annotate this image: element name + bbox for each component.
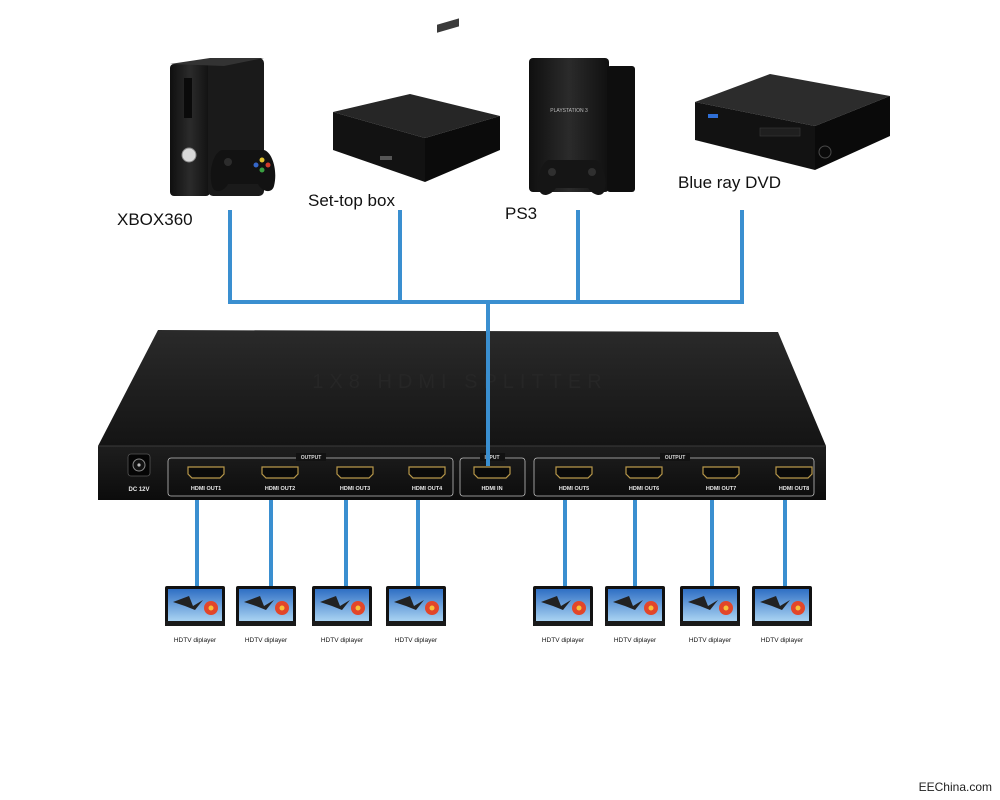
hdtv-icon	[165, 586, 225, 626]
hdtv-display-2: HDTV diplayer	[236, 586, 296, 644]
hdmi-output-port-4[interactable]: HDMI OUT4	[408, 466, 446, 492]
hdtv-icon	[236, 586, 296, 626]
hdtv-label: HDTV diplayer	[689, 637, 732, 644]
hdtv-display-6: HDTV diplayer	[605, 586, 665, 644]
output-group-label-left: OUTPUT	[301, 455, 322, 461]
hdmi-input-port-label: HDMI IN	[481, 486, 502, 492]
hdtv-display-7: HDTV diplayer	[680, 586, 740, 644]
hdtv-label: HDTV diplayer	[174, 637, 217, 644]
hdtv-icon	[533, 586, 593, 626]
source-label-ps3: PS3	[505, 204, 538, 223]
set-top-box-icon	[333, 18, 500, 182]
hdmi-output-port-label: HDMI OUT5	[559, 486, 589, 492]
dc-power-label: DC 12V	[128, 487, 149, 493]
hdmi-output-port-8[interactable]: HDMI OUT8	[775, 466, 813, 492]
hdmi-output-port-label: HDMI OUT3	[340, 486, 370, 492]
source-label-set-top-box: Set-top box	[308, 191, 395, 210]
hdtv-icon	[312, 586, 372, 626]
hdmi-output-port-label: HDMI OUT8	[779, 486, 809, 492]
hdmi-output-port-label: HDMI OUT7	[706, 486, 736, 492]
hdtv-label: HDTV diplayer	[542, 637, 585, 644]
hdmi-output-port-label: HDMI OUT4	[412, 486, 443, 492]
hdtv-icon	[386, 586, 446, 626]
hdtv-icon	[605, 586, 665, 626]
hdtv-label: HDTV diplayer	[245, 637, 288, 644]
dc-power-jack: DC 12V	[127, 453, 151, 493]
hdmi-output-port-3[interactable]: HDMI OUT3	[336, 466, 374, 492]
source-label-bluray: Blue ray DVD	[678, 173, 781, 192]
input-group-label: INPUT	[485, 455, 500, 461]
ps3-console-icon: PLAYSTATION 3	[529, 58, 635, 195]
hdtv-displays: HDTV diplayer HDTV diplayer HDTV diplayer H…	[165, 586, 812, 644]
hdmi-output-ports: HDMI OUT1 HDMI OUT2 HDMI OUT3 HDMI OUT4 HDMI…	[187, 466, 813, 492]
hdmi-output-port-label: HDMI OUT2	[265, 486, 295, 492]
hdmi-output-port-2[interactable]: HDMI OUT2	[261, 466, 299, 492]
hdtv-display-8: HDTV diplayer	[752, 586, 812, 644]
output-connection-lines	[195, 500, 787, 586]
svg-text:1X8 HDMI SPLITTER: 1X8 HDMI SPLITTER	[312, 371, 607, 393]
hdtv-display-3: HDTV diplayer	[312, 586, 372, 644]
input-connection-lines	[228, 210, 744, 304]
hdtv-display-5: HDTV diplayer	[533, 586, 593, 644]
source-label-xbox360: XBOX360	[117, 210, 193, 229]
hdtv-icon	[680, 586, 740, 626]
hdtv-label: HDTV diplayer	[614, 637, 657, 644]
output-group-label-right: OUTPUT	[665, 455, 686, 461]
hdmi-input-port[interactable]: HDMI IN	[473, 466, 511, 492]
hdmi-output-port-7[interactable]: HDMI OUT7	[702, 466, 740, 492]
hdmi-output-port-6[interactable]: HDMI OUT6	[625, 466, 663, 492]
credit-text: EEChina.com	[918, 780, 992, 794]
hdtv-label: HDTV diplayer	[395, 637, 438, 644]
xbox360-console-icon	[170, 58, 276, 196]
ps3-brand-text: PLAYSTATION 3	[550, 108, 588, 114]
hdtv-icon	[752, 586, 812, 626]
hdmi-splitter-device: 1X8 HDMI SPLITTER DC 12V OUTPUT INPUT OU…	[98, 330, 826, 500]
bluray-player-icon	[695, 74, 890, 170]
hdtv-display-1: HDTV diplayer	[165, 586, 225, 644]
hdmi-output-port-label: HDMI OUT1	[191, 486, 221, 492]
hdtv-display-4: HDTV diplayer	[386, 586, 446, 644]
hdmi-output-port-1[interactable]: HDMI OUT1	[187, 466, 225, 492]
hdmi-output-port-label: HDMI OUT6	[629, 486, 659, 492]
hdmi-output-port-5[interactable]: HDMI OUT5	[555, 466, 593, 492]
hdtv-label: HDTV diplayer	[761, 637, 804, 644]
hdtv-label: HDTV diplayer	[321, 637, 364, 644]
